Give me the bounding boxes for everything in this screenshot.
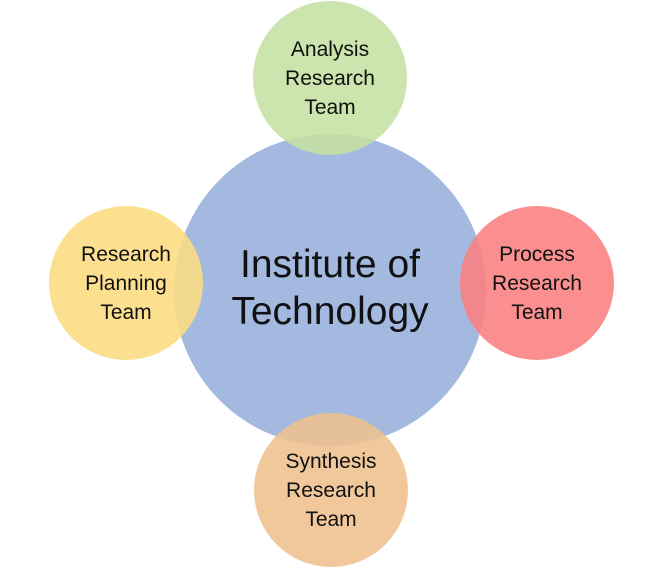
top-circle [253,1,407,155]
center-label-line-2: Technology [231,290,429,333]
top-label-line-2: Research [285,66,375,90]
bottom-circle-label: Synthesis Research Team [254,414,408,566]
right-circle [460,206,614,360]
left-circle [49,206,203,360]
right-label-line-1: Process [499,242,575,266]
right-label-line-2: Research [492,271,582,295]
bottom-circle [254,413,408,567]
top-label-line-1: Analysis [290,37,370,61]
bottom-label-line-1: Synthesis [285,449,377,473]
top-circle-label: Analysis Research Team [253,2,407,154]
center-circle [174,134,486,446]
left-label-line-3: Team [100,300,152,324]
center-label-line-1: Institute of [240,243,420,286]
right-label-line-3: Team [511,300,563,324]
right-circle-label: Process Research Team [460,207,614,359]
left-circle-label: Research Planning Team [49,207,203,359]
top-label-line-3: Team [304,95,356,119]
bottom-label-line-2: Research [286,478,376,502]
left-label-line-1: Research [81,242,171,266]
bottom-label-line-3: Team [305,507,357,531]
center-circle-label: Institute of Technology [190,238,470,338]
left-label-line-2: Planning [85,271,167,295]
